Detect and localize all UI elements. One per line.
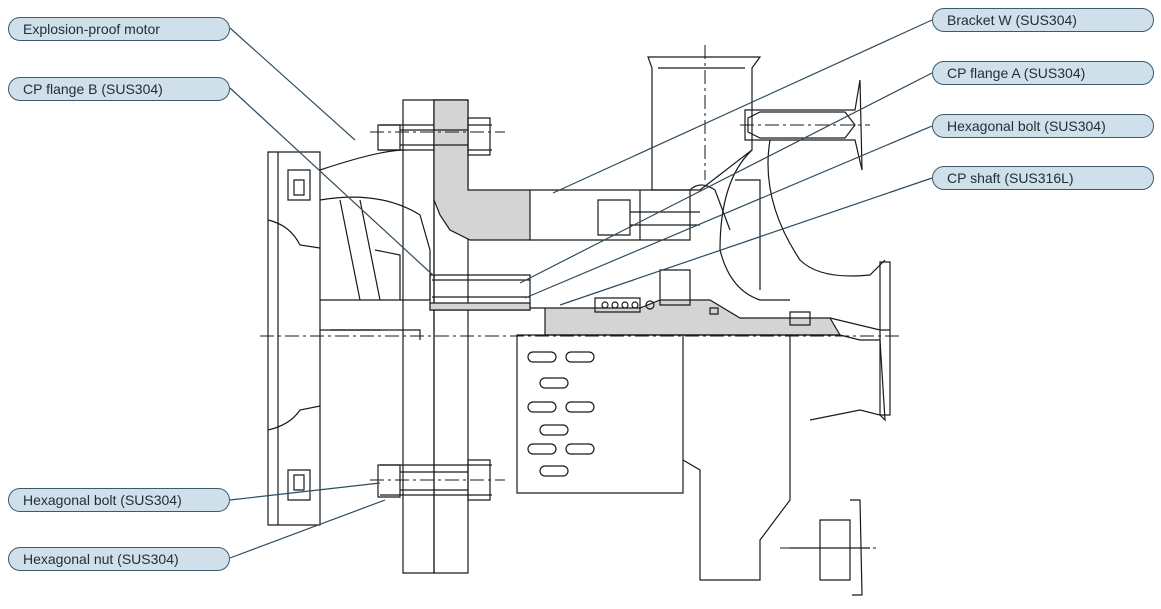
- hex-bolt-upper-right: [597, 111, 856, 236]
- leader-explosion-proof-motor: [229, 27, 356, 141]
- cp-flange-b: [429, 274, 531, 311]
- label-cp-shaft: CP shaft (SUS316L): [932, 166, 1154, 190]
- label-hexagonal-nut-left: Hexagonal nut (SUS304): [8, 547, 230, 571]
- hex-bolt-lower-left: [377, 459, 491, 501]
- rotor-cage: [516, 334, 684, 494]
- leader-lines: [229, 19, 933, 559]
- leader-cp-flange-b: [229, 87, 436, 278]
- bracket-w-body: [530, 184, 731, 241]
- label-cp-flange-b: CP flange B (SUS304): [8, 77, 230, 101]
- label-hexagonal-bolt-right: Hexagonal bolt (SUS304): [932, 114, 1154, 138]
- leader-hex-bolt-left: [229, 482, 381, 501]
- leader-hex-bolt-right: [524, 125, 933, 299]
- center-lines: [260, 45, 900, 549]
- motor-body: [267, 149, 431, 526]
- label-explosion-proof-motor: Explosion-proof motor: [8, 17, 230, 41]
- mechanical-seal: [594, 269, 811, 326]
- leader-bracket-w: [552, 19, 933, 194]
- leader-cp-shaft: [559, 177, 933, 306]
- hex-bolt-upper-left: [377, 117, 491, 156]
- cp-shaft-section: [530, 299, 842, 336]
- leader-hex-nut-left: [229, 499, 386, 559]
- bracket-w-section: [433, 99, 531, 241]
- label-cp-flange-a: CP flange A (SUS304): [932, 61, 1154, 85]
- end-cap: [879, 261, 891, 416]
- label-hexagonal-bolt-left: Hexagonal bolt (SUS304): [8, 488, 230, 512]
- leader-cp-flange-a: [519, 72, 933, 284]
- label-bracket-w: Bracket W (SUS304): [932, 8, 1154, 32]
